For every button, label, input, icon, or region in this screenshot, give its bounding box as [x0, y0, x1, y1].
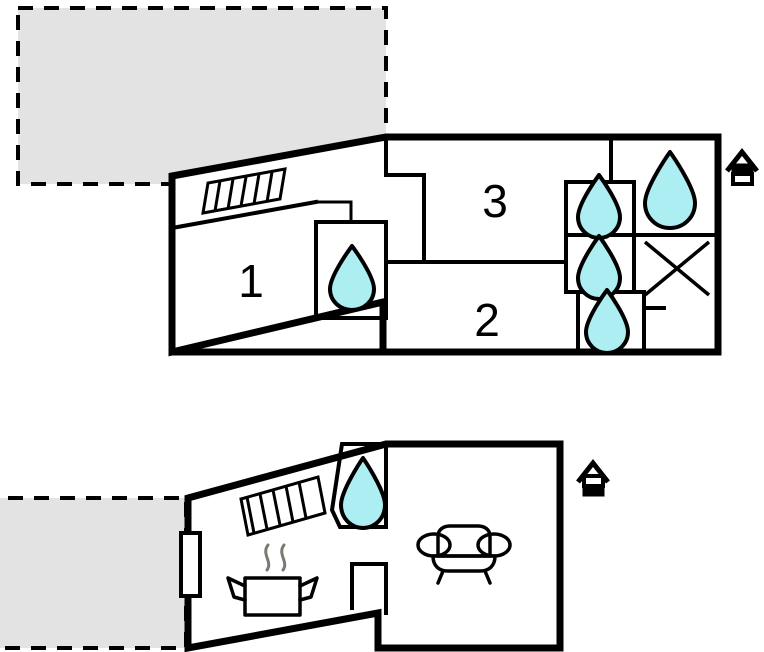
water-drop-icon-upper-bath1: [328, 244, 376, 312]
door-opening-icon: [179, 531, 202, 598]
upper-stair-landing-wall: [169, 199, 319, 231]
upper-level-group: 1 3 2: [16, 6, 759, 357]
staircase-icon-lower: [239, 475, 327, 537]
lower-bath-walls: [329, 442, 388, 529]
upper-bath-1-walls: [314, 220, 388, 320]
lower-level-group: [0, 440, 610, 652]
upper-level-outer-wall: [168, 133, 722, 357]
water-drop-icon-lower-bath: [339, 456, 387, 530]
upper-bath-1-stub: [316, 200, 353, 222]
room-number-2: 2: [474, 294, 500, 346]
upper-level-floor-fill: [172, 137, 718, 352]
water-drop-icon-upper-large: [643, 150, 697, 230]
x-mark-icon: [643, 240, 711, 297]
room-number-3: 3: [482, 175, 508, 227]
lower-partition-wall: [350, 562, 388, 615]
room-number-1: 1: [238, 255, 264, 307]
lower-level-outer-wall: [184, 440, 564, 652]
cooking-pot-icon: [226, 543, 319, 617]
lower-level-floor-fill: [188, 444, 560, 648]
house-roof-dark-bottom-icon: [576, 458, 610, 497]
staircase-icon: [201, 167, 287, 215]
house-roof-dark-top-icon: [725, 147, 759, 186]
sofa-icon: [416, 524, 512, 585]
lower-terrace-outline: [0, 496, 188, 650]
water-drop-icon-upper-stack-3: [584, 288, 630, 355]
